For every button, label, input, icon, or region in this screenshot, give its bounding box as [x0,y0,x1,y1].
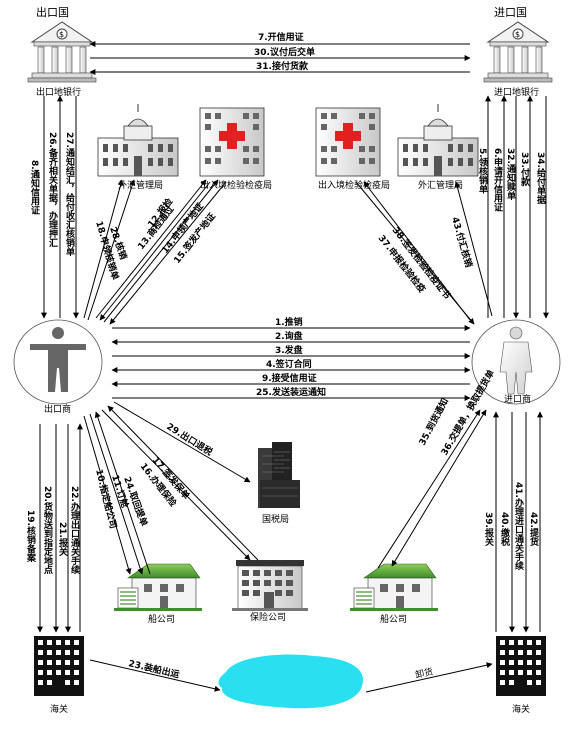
insurance-company-label: 保险公司 [250,611,286,623]
step-26-label: 26.备齐相关单据，办理押汇 [47,132,59,248]
step-21-label: 21.报关 [57,522,68,557]
step-31-label: 31.接付货款 [256,60,309,72]
unload-label: 卸货 [414,665,434,680]
flow-arrows [37,41,549,693]
step-43-label: 43.付汇核销 [449,216,475,269]
step-40-label: 40.缴税 [499,512,510,547]
step-34-label: 34.给付单据 [535,152,546,205]
svg-text:$: $ [59,30,64,39]
step-20-label: 20.货物送到指定地点 [42,486,54,575]
step-22-label: 22.办理出口通关手续 [69,486,80,575]
step-25-label: 25.发送装运通知 [256,386,326,398]
step-8-label: 8.通知信用证 [29,160,41,216]
export-customs-icon [34,636,84,696]
import-shipping-company-label: 船公司 [380,613,407,625]
export-customs-label: 海关 [50,703,68,715]
step-23-label: 23.装船出运 [127,657,181,681]
step-2-label: 2.询盘 [275,330,303,342]
import-shipping-company-icon [350,563,438,611]
step-39-label: 39.报关 [483,512,494,547]
insurance-company-icon [232,560,308,611]
step-7-label: 7.开信用证 [258,31,304,43]
import-bank-label: 进口地银行 [494,86,539,98]
import-forex-bureau-label: 外汇管理局 [418,179,463,191]
export-shipping-company-icon [114,563,202,611]
step-5-label: 5.领核销单 [477,148,488,195]
import-country-label: 进口国 [494,6,527,19]
export-forex-bureau-label: 外汇管理局 [118,179,163,191]
step-4-label: 4.签订合同 [266,358,312,370]
svg-text:$: $ [515,30,520,39]
importer-person-icon [471,319,561,405]
step-30-label: 30.议付后交单 [254,46,315,58]
step-3-label: 3.发盘 [275,344,303,356]
step-6-label: 6.申请开信用证 [492,148,504,213]
step-36-label: 36.交提单，换取提货单 [438,368,497,458]
step-29-label: 29.出口退税 [164,420,214,458]
import-customs-icon [496,636,546,696]
sea-icon [218,654,364,709]
step-35-label: 35.到货通知 [416,396,451,448]
export-shipping-company-label: 船公司 [148,613,175,625]
step-19-label: 19.核销备案 [25,510,37,563]
export-inspection-bureau-icon [199,107,265,177]
step-27-label: 27.通知结汇，给付收汇核销单 [64,132,76,257]
import-forex-bureau-icon [397,104,479,177]
exporter-label: 出口商 [44,403,71,415]
tax-bureau-label: 国税局 [262,513,289,525]
step-1-label: 1.推销 [275,316,303,328]
tax-bureau-icon [258,442,300,508]
import-customs-label: 海关 [512,703,530,715]
exporter-person-icon [13,319,103,405]
export-inspection-bureau-label: 出入境检验检疫局 [200,179,272,191]
step-41-label: 41.办理进口通关手续 [513,482,524,571]
step-32-label: 32.通知赎单 [505,148,517,201]
step-42-label: 42.提货 [528,512,539,547]
step-9-label: 9.接受信用证 [262,372,317,384]
export-country-label: 出口国 [36,5,69,19]
export-bank-label: 出口地银行 [36,86,81,98]
step-33-label: 33.付款 [519,152,530,187]
export-bank-icon: $ [27,21,97,83]
import-inspection-bureau-label: 出入境检验检疫局 [318,179,390,191]
importer-label: 进口商 [504,393,531,405]
import-inspection-bureau-icon [315,107,381,177]
export-forex-bureau-icon [97,104,179,177]
import-bank-icon: $ [483,21,553,83]
